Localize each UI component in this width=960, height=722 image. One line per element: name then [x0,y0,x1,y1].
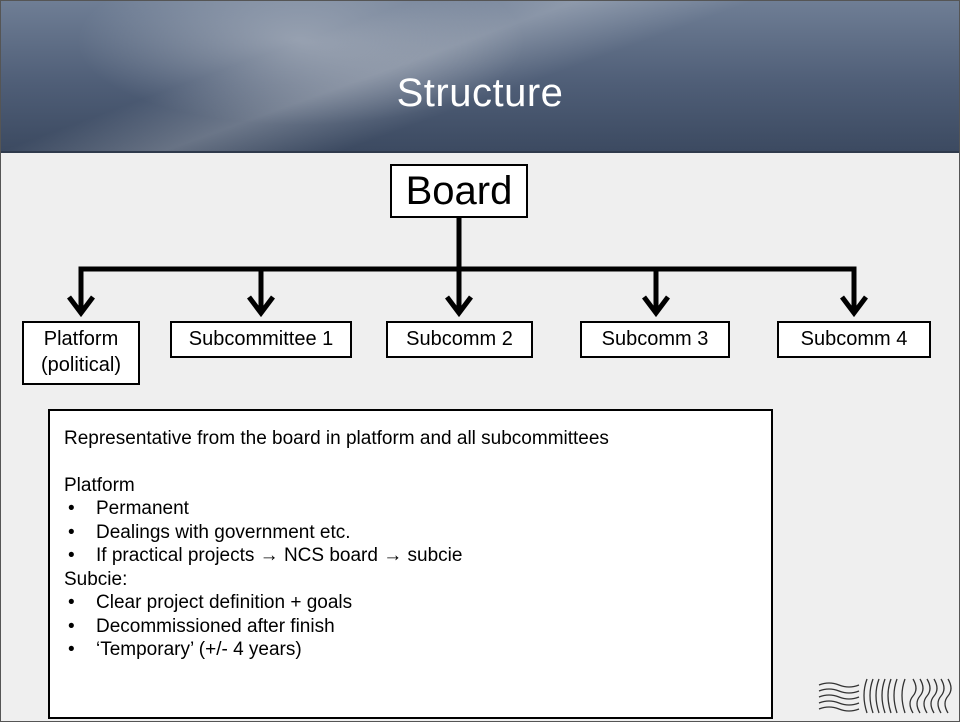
wave-logo-icon [818,678,952,714]
list-item: ‘Temporary’ (+/- 4 years) [64,638,757,662]
subcommittee-3-node: Subcomm 3 [580,321,730,358]
arrow-sub2 [445,295,473,318]
slide-title: Structure [396,71,564,115]
list-item: Decommissioned after finish [64,615,757,639]
subcie-heading: Subcie: [64,568,128,590]
subcommittee-2-node: Subcomm 2 [386,321,533,358]
platform-list: Permanent Dealings with government etc. … [64,497,757,568]
org-chart-connectors [67,215,868,318]
notes-lead: Representative from the board in platfor… [64,428,609,449]
arrow-sub4 [840,295,868,318]
list-item: Dealings with government etc. [64,521,757,545]
arrow-sub3 [642,295,670,318]
platform-heading: Platform [64,474,135,496]
arrow-sub1 [247,295,275,318]
list-item: Clear project definition + goals [64,591,757,615]
subcie-list: Clear project definition + goals Decommi… [64,591,757,662]
list-item: If practical projects → NCS board → subc… [64,544,757,568]
notes-box: Representative from the board in platfor… [48,409,773,719]
arrow-platform [67,295,95,318]
subcommittee-4-node: Subcomm 4 [777,321,931,358]
title-divider [1,151,959,153]
platform-node: Platform (political) [22,321,140,385]
list-item: Permanent [64,497,757,521]
title-banner [1,1,959,151]
subcommittee-1-node: Subcommittee 1 [170,321,352,358]
board-node: Board [390,164,528,218]
platform-node-label: Platform (political) [40,328,122,376]
